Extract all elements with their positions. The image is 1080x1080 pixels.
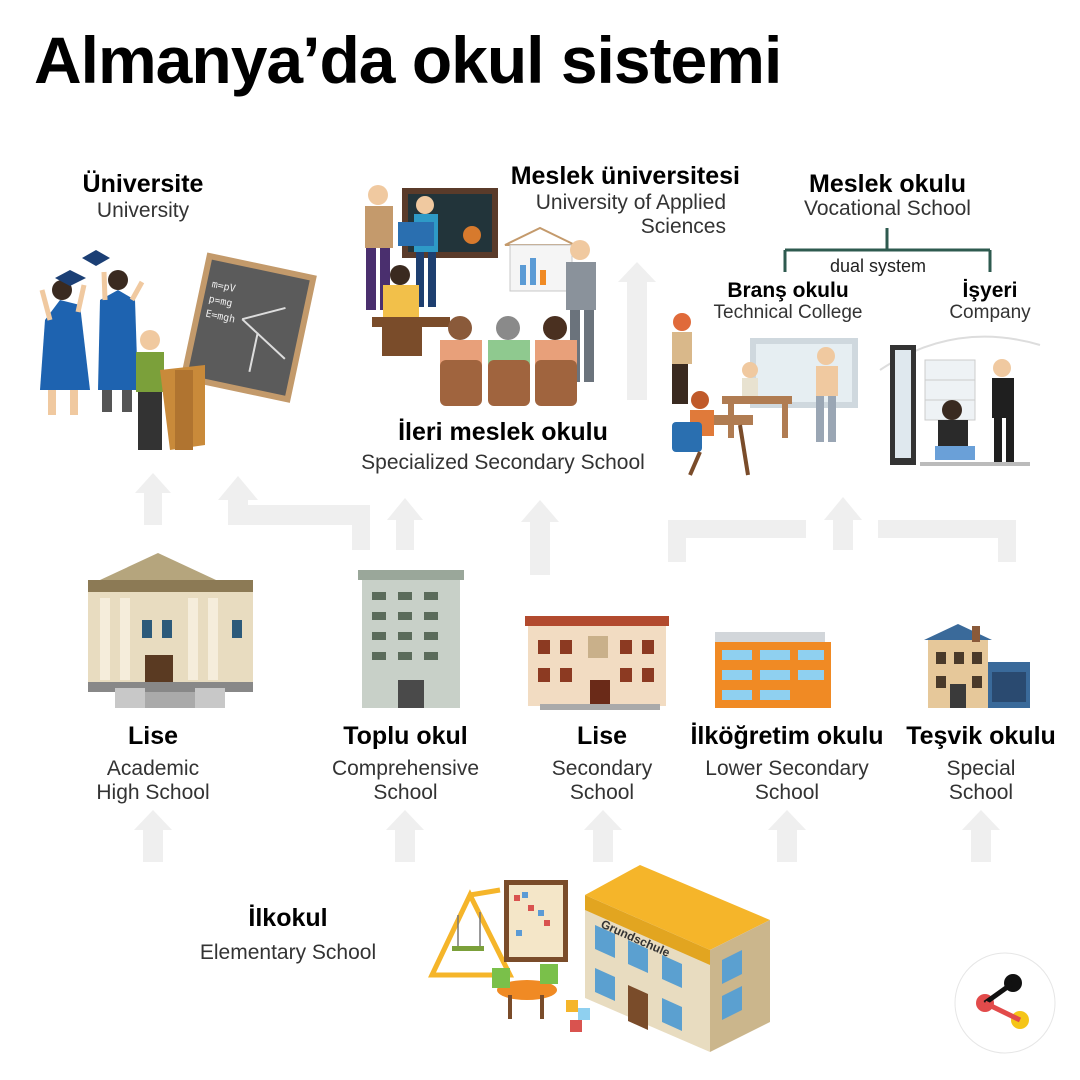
- arrow-up-icon: [386, 810, 424, 862]
- label-meslek-okulu: Meslek okulu Vocational School: [770, 170, 1005, 219]
- arrow-up-icon: [134, 810, 172, 862]
- label-ileri-meslek-okulu: İleri meslek okulu Specialized Secondary…: [340, 418, 666, 475]
- label-ilkokul: İlkokul Elementary School: [188, 904, 388, 965]
- label-secondary-tesvik: Teşvik okulu Special School: [898, 722, 1064, 805]
- label-dual-system: dual system: [830, 256, 927, 276]
- label-en: School: [754, 781, 820, 804]
- board-formula: p=mg: [207, 294, 233, 310]
- label-tr: Teşvik okulu: [906, 722, 1056, 750]
- arrow-up-icon: [387, 498, 423, 550]
- arrow-up-icon: [768, 810, 806, 862]
- elementary-school-illustration: Grundschule: [428, 865, 770, 1052]
- label-en: Secondary: [551, 757, 653, 780]
- arrow-up-icon: [584, 810, 622, 862]
- board-formula: m=pV: [211, 279, 237, 295]
- label-en: School: [569, 781, 635, 804]
- label-tr: Lise: [576, 722, 628, 750]
- label-universite: Üniversite University: [68, 170, 218, 223]
- label-secondary-toplu-okul: Toplu okul Comprehensive School: [318, 722, 493, 805]
- arrow-up-icon: [962, 810, 1000, 862]
- arrow-up-icon: [618, 262, 656, 400]
- label-en: Company: [949, 302, 1031, 323]
- label-brans-okulu: Branş okulu Technical College: [703, 279, 873, 323]
- label-en: Comprehensive: [331, 757, 480, 780]
- label-en: University of Applied: [535, 191, 726, 214]
- label-en: University: [96, 199, 190, 222]
- label-en: Elementary School: [199, 941, 377, 964]
- label-en: School: [373, 781, 438, 804]
- label-tr: Toplu okul: [343, 722, 468, 750]
- label-tr: İşyeri: [962, 279, 1018, 302]
- label-en: Technical College: [713, 302, 863, 323]
- label-secondary-ilkogretim: İlköğretim okulu Lower Secondary School: [680, 722, 894, 805]
- dual-system-connector: [783, 228, 992, 272]
- company-illustration: [879, 335, 1041, 466]
- secondary-school-building: [525, 616, 669, 710]
- label-en: High School: [96, 781, 210, 804]
- lower-secondary-school-building: [715, 632, 831, 708]
- arrow-up-icon: [824, 497, 862, 550]
- label-tr: Meslek üniversitesi: [510, 162, 740, 190]
- page-title: Almanya’da okul sistemi: [34, 23, 782, 97]
- special-school-building: [924, 624, 1030, 708]
- flow-arrows: [134, 262, 1016, 862]
- applied-sciences-illustration: [365, 185, 596, 406]
- label-secondary-lise: Lise Secondary School: [532, 722, 672, 805]
- label-en: Special: [946, 757, 1016, 780]
- label-tr: İleri meslek okulu: [398, 418, 608, 446]
- label-en: Vocational School: [804, 197, 971, 220]
- label-en: Specialized Secondary School: [361, 451, 645, 474]
- label-tr: Meslek okulu: [809, 170, 966, 198]
- label-tr: İlkokul: [248, 904, 328, 932]
- label-tr: Üniversite: [82, 170, 204, 198]
- label-meslek-universitesi: Meslek üniversitesi University of Applie…: [490, 162, 740, 239]
- label-tr: Branş okulu: [727, 279, 849, 302]
- label-tr: İlköğretim okulu: [690, 722, 884, 750]
- label-tr: Lise: [127, 722, 179, 750]
- university-illustration: m=pV p=mg E=mgh: [39, 250, 317, 450]
- label-en: Lower Secondary: [705, 757, 869, 780]
- label-en: Academic: [106, 757, 200, 780]
- label-secondary-lise-academic: Lise Academic High School: [73, 722, 233, 805]
- arrow-up-icon: [521, 500, 559, 575]
- comprehensive-school-building: [358, 570, 464, 708]
- academic-high-school-building: [88, 553, 253, 708]
- technical-college-illustration: [672, 313, 858, 476]
- arrow-up-icon: [135, 473, 171, 525]
- brand-logo: [954, 952, 1056, 1054]
- label-en: Sciences: [640, 215, 726, 238]
- label-isyeri: İşyeri Company: [935, 279, 1045, 323]
- label-en: School: [948, 781, 1014, 804]
